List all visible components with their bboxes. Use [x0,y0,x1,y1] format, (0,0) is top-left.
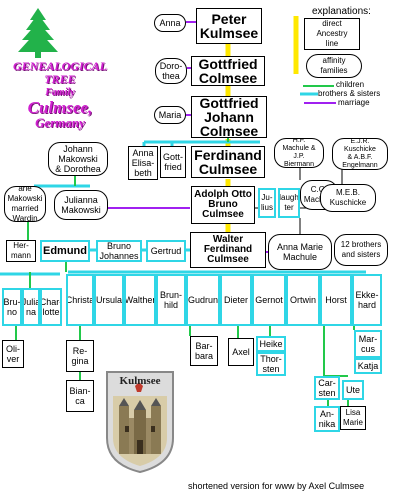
marriage-lines [108,21,268,253]
person-horst: Horst [320,274,352,326]
person-marcus: Mar- cus [354,330,382,358]
legend-children-label: children [336,80,365,89]
person-peter-kulmsee: Peter Kulmsee [196,8,262,44]
title-line-4: Culmsee, [27,98,93,117]
person-charlotte: Char- lotte [40,288,62,326]
person-bruno: Bru- no [2,288,22,326]
person-ekkehard: Ekke- hard [352,274,382,326]
person-barbara: Bar- bara [190,336,218,366]
person-julianna: Julia na [22,288,40,326]
person-regina: Re- gina [66,340,94,372]
person-brunhild: Brun- hild [156,274,186,326]
person-heike: Heike [256,336,286,352]
person-julius: Ju- lius [258,188,276,218]
person-hf-machule: H.F. Machule & J.P. Biermann [274,138,324,168]
kulmsee-crest-image: Kulmsee [106,371,174,474]
legend-affinity-box: affinity families [306,54,362,78]
legend-lines [293,16,336,104]
person-ferdinand-culmsee: Ferdinand Culmsee [191,146,265,178]
person-julianna-makowski: Julianna Makowski [54,190,108,220]
person-johann-makowski: Johann Makowski & Dorothea [48,142,108,176]
person-oliver: Oli- ver [2,340,24,368]
person-anna-marie-machule: Anna Marie Machule [268,234,332,270]
person-marie-makowski: arie Makowski married Wardin [4,186,46,222]
legend-siblings-label: brothers & sisters [318,89,381,98]
legend-direct-box: direct Ancestry line [304,18,360,50]
person-christa: Christa [66,274,94,326]
person-anna: Anna [154,14,186,32]
person-hermann: Her- mann [6,240,36,262]
person-daughter: daugh- ter [278,188,300,218]
title-line-5: Germany [35,115,85,130]
tree-logo [18,8,58,58]
diagram-title: GENEALOGICAL TREE Family Culmsee, German… [4,59,116,130]
person-gudrun: Gudrun [186,274,220,326]
person-lisa-marie: Lisa Marie [340,406,366,430]
person-12-siblings: 12 brothers and sisters [334,234,388,266]
person-gernot: Gernot [252,274,286,326]
children-lines [15,138,355,406]
person-katja: Katja [354,358,382,374]
person-gottfried-sibling: Gott- fried [160,146,186,178]
person-ute: Ute [342,380,364,400]
person-meb-kuschicke: M.E.B. Kuschicke [320,184,376,212]
person-thorsten: Thor- sten [256,352,286,376]
person-anna-elisabeth: Anna Elisa- beth [128,146,158,180]
title-line-1: GENEALOGICAL [12,59,107,73]
person-edmund: Edmund [40,240,90,262]
person-annika: An- nika [314,406,340,432]
person-walther: Walther [124,274,156,326]
title-line-2: TREE [44,72,76,86]
person-bianca: Bian- ca [66,380,94,412]
legend-marriage-label: marriage [338,98,370,107]
person-walter-ferdinand: Walter Ferdinand Culmsee [190,232,266,268]
person-axel: Axel [228,338,254,366]
person-ejr-kuschicke: E.J.R. Kuschicke & A.B.F. Engelmann [332,138,388,170]
person-dorothea: Doro- thea [155,58,187,84]
person-carsten: Car- sten [314,376,340,400]
person-ursula: Ursula [94,274,124,326]
title-line-3: Family [45,87,75,98]
person-gottfried-johann: Gottfried Johann Colmsee [191,96,267,138]
person-maria: Maria [154,106,186,124]
legend-heading: explanations: [312,6,371,17]
person-bruno-johannes: Bruno Johannes [96,240,142,262]
person-gertrud: Gertrud [146,240,186,262]
person-ortwin: Ortwin [286,274,320,326]
person-adolph-otto-bruno: Adolph Otto Bruno Culmsee [191,186,255,224]
person-gottfried-colmsee: Gottfried Colmsee [191,56,265,86]
person-dieter: Dieter [220,274,252,326]
footer-credit: shortened version for www by Axel Culmse… [188,481,365,491]
crest-title: Kulmsee [120,375,161,387]
